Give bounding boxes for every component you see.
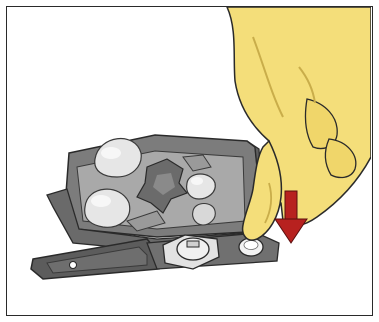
tab-hole bbox=[70, 262, 77, 269]
illustration-frame bbox=[6, 6, 373, 316]
blister-4 bbox=[193, 204, 216, 226]
blister-2 bbox=[85, 189, 130, 227]
blister-3 bbox=[187, 174, 216, 199]
blister-pack-illustration bbox=[7, 7, 371, 314]
gloved-hand bbox=[227, 7, 371, 240]
blister-1 bbox=[95, 139, 141, 177]
